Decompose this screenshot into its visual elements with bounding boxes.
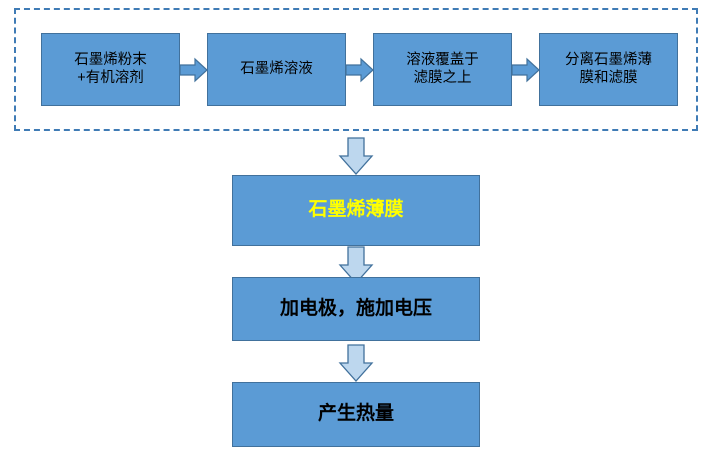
process-box-graphene-solution[interactable]: 石墨烯溶液	[207, 33, 346, 106]
process-box-separate-film[interactable]: 分离石墨烯薄 膜和滤膜	[539, 33, 678, 106]
arrow-right-icon	[345, 57, 374, 83]
arrow-down-icon	[338, 246, 374, 284]
process-box-add-electrode-label: 加电极，施加电压	[279, 297, 432, 319]
process-box-solution-on-membrane[interactable]: 溶液覆盖于 滤膜之上	[373, 33, 512, 106]
process-box-solution-on-membrane-label: 溶液覆盖于 滤膜之上	[406, 52, 479, 86]
process-box-generate-heat[interactable]: 产生热量	[232, 382, 480, 447]
process-box-graphene-solution-label: 石墨烯溶液	[240, 60, 313, 77]
process-box-graphene-film-label: 石墨烯薄膜	[308, 199, 404, 221]
process-box-graphene-powder[interactable]: 石墨烯粉末 +有机溶剂	[41, 33, 180, 106]
process-box-generate-heat-label: 产生热量	[317, 403, 394, 425]
arrow-down-icon	[338, 137, 374, 175]
process-box-graphene-film[interactable]: 石墨烯薄膜	[232, 175, 480, 246]
arrow-right-icon	[511, 57, 540, 83]
preparation-stage-group-frame	[14, 8, 698, 131]
process-box-graphene-powder-label: 石墨烯粉末 +有机溶剂	[74, 52, 147, 86]
process-box-add-electrode[interactable]: 加电极，施加电压	[232, 277, 480, 341]
arrow-down-icon	[338, 344, 374, 382]
process-box-separate-film-label: 分离石墨烯薄 膜和滤膜	[565, 52, 652, 86]
arrow-right-icon	[179, 57, 208, 83]
